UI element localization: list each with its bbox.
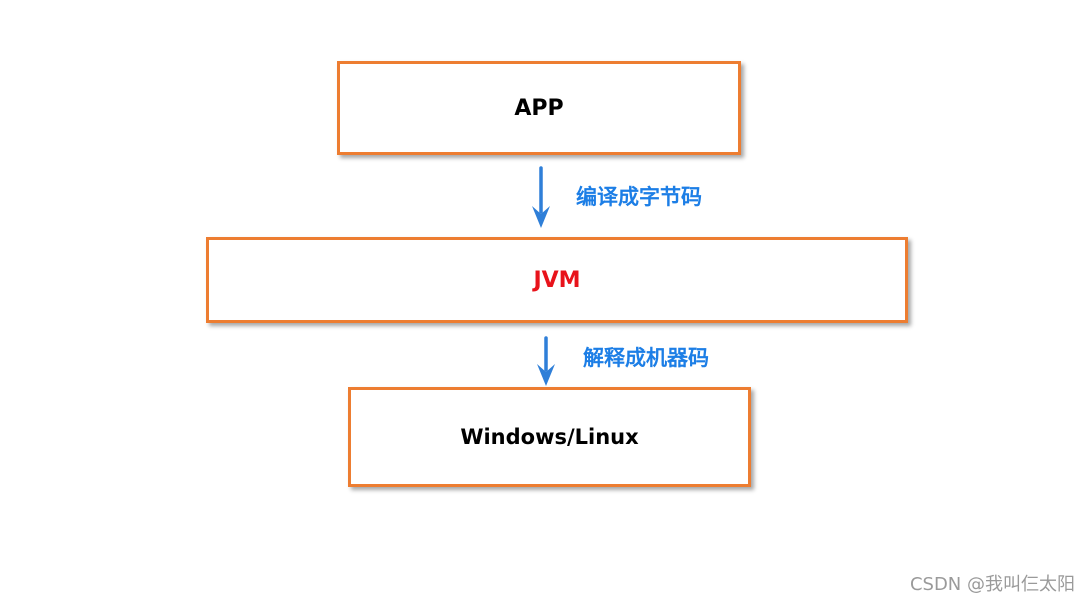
jvm-node-label: JVM (533, 267, 581, 293)
os-node: Windows/Linux (348, 387, 751, 487)
jvm-node: JVM (206, 237, 908, 323)
os-node-label: Windows/Linux (460, 425, 639, 449)
app-node: APP (337, 61, 741, 155)
watermark: CSDN @我叫仨太阳 (909, 574, 1075, 595)
arrow-down-icon (532, 166, 550, 228)
arrow-down-icon (537, 336, 555, 386)
edge-label-compile: 编译成字节码 (576, 185, 702, 209)
app-node-label: APP (514, 95, 564, 121)
edge-label-interpret: 解释成机器码 (583, 346, 709, 370)
